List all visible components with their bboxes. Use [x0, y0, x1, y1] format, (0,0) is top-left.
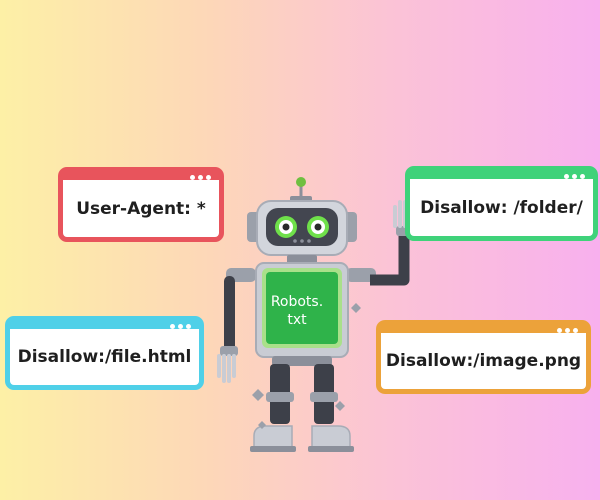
- window-dot: [572, 174, 577, 179]
- disallow-folder-card: Disallow: /folder/: [405, 166, 598, 241]
- robot-right-sole: [308, 446, 354, 452]
- robot-mouth-dot: [300, 239, 304, 243]
- disallow-folder-label: Disallow: /folder/: [420, 197, 583, 218]
- robot-chest-screen: [266, 272, 338, 344]
- robot-screen-text: Robots. txt: [262, 293, 332, 329]
- disallow-file-label: Disallow:/file.html: [17, 347, 192, 367]
- robot-waist: [272, 356, 332, 366]
- sparkle-icon: [258, 421, 266, 429]
- robot-left-wrist: [220, 346, 238, 356]
- window-dots: [190, 175, 211, 180]
- user-agent-card: User-Agent: *: [58, 167, 224, 242]
- disallow-file-card: Disallow:/file.html: [5, 316, 204, 390]
- window-dots: [564, 174, 585, 179]
- window-dot: [190, 175, 195, 180]
- sparkle-icon: [335, 401, 345, 411]
- disallow-image-label: Disallow:/image.png: [385, 351, 582, 371]
- robot-left-hand: [217, 354, 236, 383]
- window-dots: [557, 328, 578, 333]
- window-dot: [170, 324, 175, 329]
- window-dot: [573, 328, 578, 333]
- robot-right-foot: [311, 425, 351, 449]
- robot-right-shoulder: [346, 268, 376, 282]
- window-dots: [170, 324, 191, 329]
- robot-right-knee: [310, 392, 338, 402]
- disallow-image-card: Disallow:/image.png: [376, 320, 591, 394]
- robot-screen-line-2: txt: [287, 312, 307, 328]
- robot-right-pupil: [314, 223, 322, 231]
- robot-right-hand: [393, 200, 412, 228]
- robot-left-sole: [250, 446, 296, 452]
- sparkle-icon: [252, 389, 264, 401]
- robot-antenna-tip: [296, 177, 306, 187]
- user-agent-label: User-Agent: *: [76, 198, 206, 219]
- window-dot: [580, 174, 585, 179]
- window-dot: [186, 324, 191, 329]
- robot-left-foot: [253, 425, 293, 449]
- robot-screen-line-1: Robots.: [270, 294, 324, 310]
- robot-neck: [287, 255, 317, 264]
- robot-left-knee: [266, 392, 294, 402]
- robot-right-arm: [370, 236, 410, 286]
- window-dot: [178, 324, 183, 329]
- robot-mouth-dot: [293, 239, 297, 243]
- robot-left-arm: [224, 276, 235, 352]
- window-dot: [198, 175, 203, 180]
- sparkle-icon: [351, 303, 361, 313]
- robot-left-pupil: [282, 223, 290, 231]
- robot-mouth-dot: [307, 239, 311, 243]
- window-dot: [557, 328, 562, 333]
- window-dot: [206, 175, 211, 180]
- window-dot: [564, 174, 569, 179]
- window-dot: [565, 328, 570, 333]
